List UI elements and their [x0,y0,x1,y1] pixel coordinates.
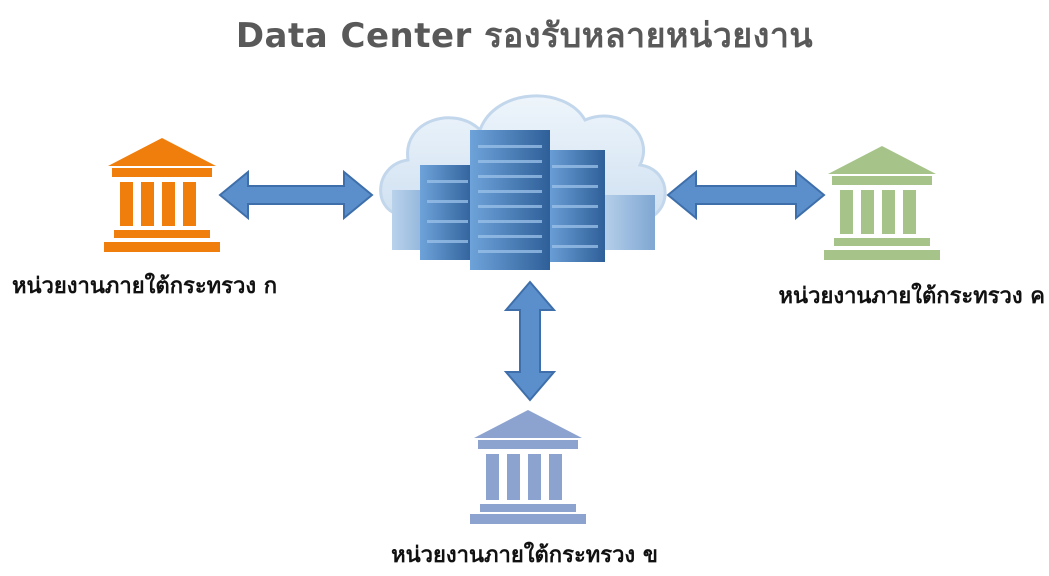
agency-c-label: หน่วยงานภายใต้กระทรวง ค [778,284,1045,309]
data-center-cloud-icon [379,94,667,270]
arrow-right-connection [666,169,826,221]
diagram-title: Data Center รองรับหลายหน่วยงาน [235,16,814,56]
arrow-left-connection [218,169,374,221]
government-building-icon-c [824,146,940,260]
arrow-bottom-connection [503,280,557,402]
agency-b-label: หน่วยงานภายใต้กระทรวง ข [391,543,658,568]
government-building-icon-b [470,410,586,524]
agency-a-label: หน่วยงานภายใต้กระทรวง ก [12,274,278,299]
government-building-icon-a [104,138,220,252]
